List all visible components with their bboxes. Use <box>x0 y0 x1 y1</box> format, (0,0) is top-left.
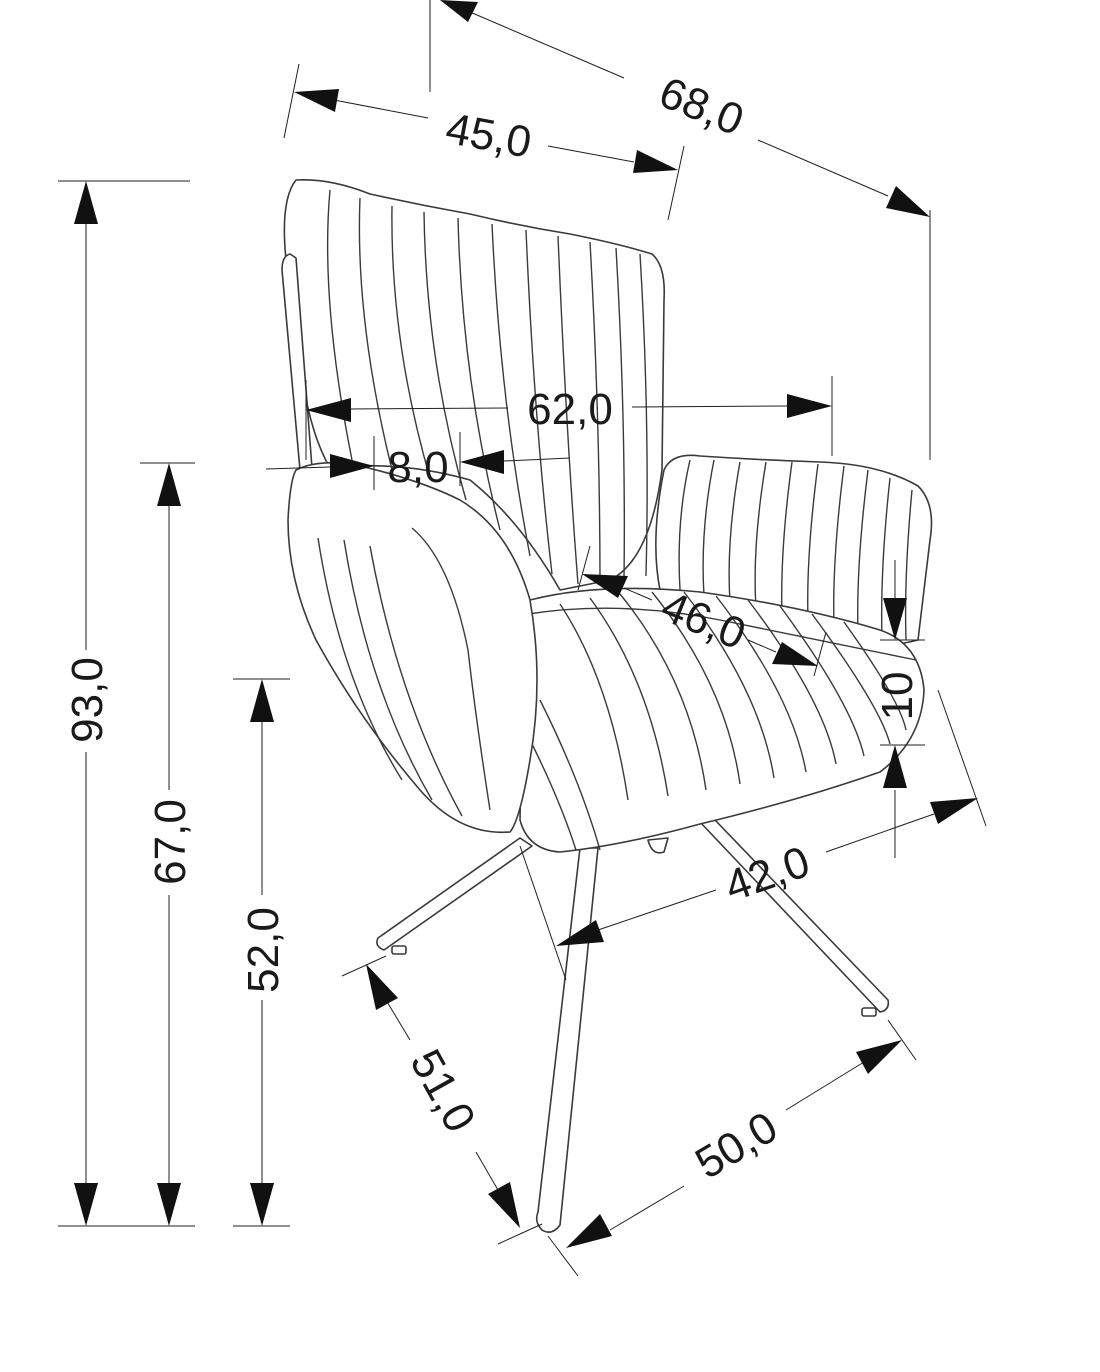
arrowhead <box>772 642 818 666</box>
chair-backrest <box>281 178 666 591</box>
arrowhead <box>787 394 832 418</box>
arrowhead <box>460 450 504 474</box>
armrest-height-label: 67,0 <box>146 799 195 885</box>
arrowhead <box>930 798 978 824</box>
total-width-label: 62,0 <box>527 385 613 434</box>
arrowhead <box>883 598 907 640</box>
arrowhead <box>250 1183 274 1226</box>
total-depth-label: 68,0 <box>653 68 751 146</box>
arrowhead <box>157 463 181 506</box>
arrowhead <box>250 679 274 722</box>
base-width-dimension: 50,0 <box>547 1019 917 1277</box>
armrest-width-dimension: 8,0 <box>265 432 571 492</box>
arrowhead <box>294 89 339 112</box>
arrowhead <box>440 0 478 22</box>
chair-seat <box>519 587 925 853</box>
seat-height-label: 52,0 <box>239 907 288 993</box>
chair <box>281 178 933 1233</box>
arrowhead <box>556 920 604 946</box>
arrowhead <box>633 150 678 173</box>
total-height-dimension: 93,0 <box>58 180 190 1227</box>
base-depth-dimension: 51,0 <box>341 955 543 1245</box>
seat-thickness-label: 10 <box>873 672 922 721</box>
chair-left-armrest <box>287 462 538 834</box>
arrowhead <box>883 745 907 788</box>
arrowhead <box>74 181 98 224</box>
seat-height-dimension: 52,0 <box>233 678 290 1227</box>
arrowhead <box>566 1214 612 1248</box>
arrowhead <box>330 454 374 478</box>
chair-base-legs <box>376 819 890 1233</box>
arrowhead <box>157 1183 181 1226</box>
armrest-height-dimension: 67,0 <box>140 462 195 1227</box>
seat-thickness-dimension: 10 <box>873 560 925 858</box>
total-width-dimension: 62,0 <box>305 376 833 460</box>
armrest-width-label: 8,0 <box>387 443 448 492</box>
arrowhead <box>366 964 398 1010</box>
arrowhead <box>306 398 351 422</box>
arrowhead <box>886 186 930 217</box>
arrowhead <box>856 1040 902 1074</box>
base-width-label: 50,0 <box>687 1103 786 1189</box>
total-height-label: 93,0 <box>63 657 112 743</box>
arrowhead <box>74 1183 98 1226</box>
arrowhead <box>488 1182 520 1228</box>
base-depth-label: 51,0 <box>400 1042 484 1141</box>
arrowhead <box>582 574 628 598</box>
backrest-width-label: 45,0 <box>442 104 535 168</box>
